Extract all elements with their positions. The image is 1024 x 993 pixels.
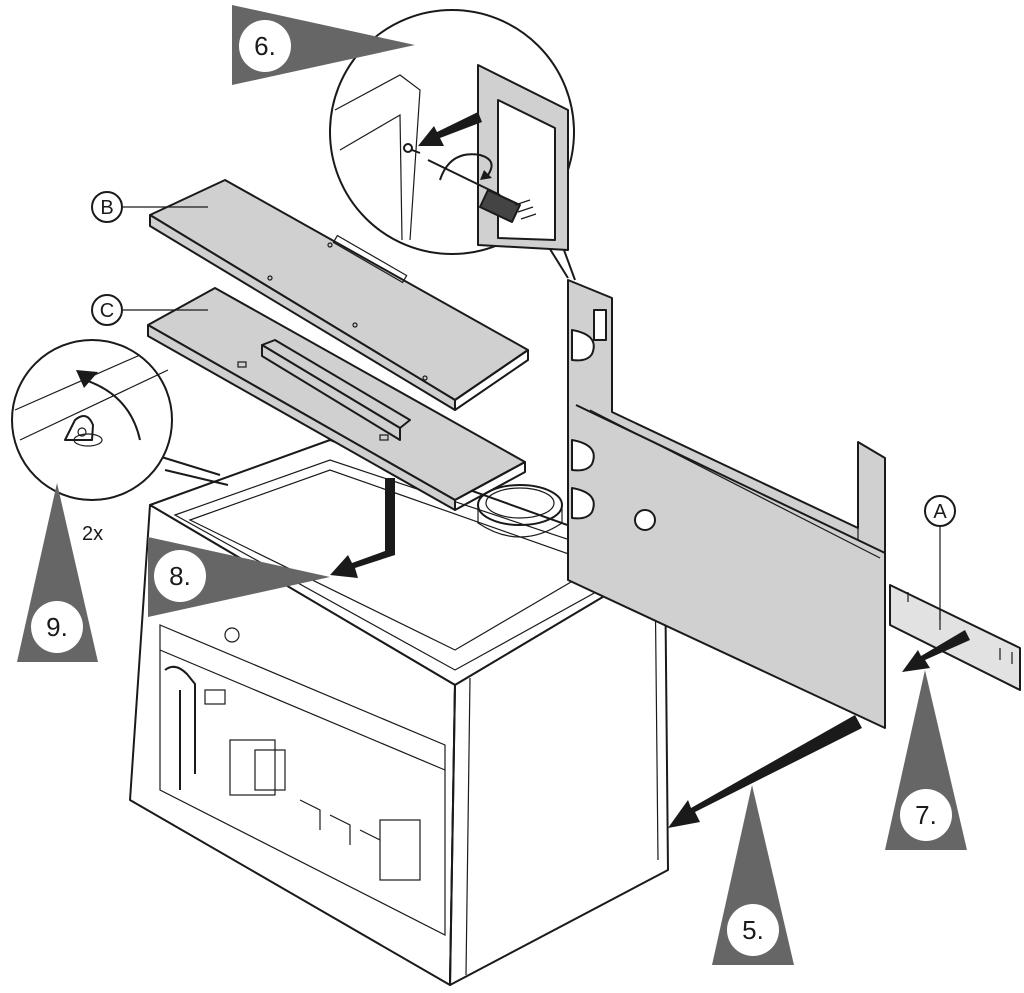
- arrow-step-5: [668, 715, 862, 828]
- part-label-c: C: [100, 300, 114, 322]
- callout-hinge-detail: [11, 339, 229, 501]
- step-label-7: 7.: [915, 800, 937, 830]
- top-panel-b: [149, 179, 529, 411]
- step-label-8: 8.: [169, 561, 191, 591]
- step-label-5: 5.: [742, 915, 764, 945]
- part-callout-c: C: [91, 294, 208, 326]
- part-label-b: B: [100, 197, 113, 219]
- step-marker-5: 5.: [712, 785, 794, 965]
- step-label-9: 9.: [46, 612, 68, 642]
- callout-screw-detail: [329, 9, 576, 281]
- rear-panel: [567, 279, 886, 729]
- part-callout-b: B: [91, 191, 208, 223]
- part-label-a: A: [933, 501, 947, 523]
- boiler-body: [129, 439, 669, 986]
- step-marker-9: 9.: [17, 483, 98, 662]
- part-callout-a: A: [924, 495, 956, 630]
- step-label-6: 6.: [254, 31, 276, 61]
- quantity-label: 2x: [82, 523, 103, 545]
- top-panel-c: [147, 287, 526, 511]
- step-marker-8: 8.: [148, 537, 330, 617]
- movement-arrows: [330, 478, 970, 828]
- step-marker-6: 6.: [232, 5, 415, 85]
- arrow-step-7: [902, 630, 970, 672]
- arrow-step-8: [330, 478, 395, 578]
- step-marker-7: 7.: [885, 670, 967, 850]
